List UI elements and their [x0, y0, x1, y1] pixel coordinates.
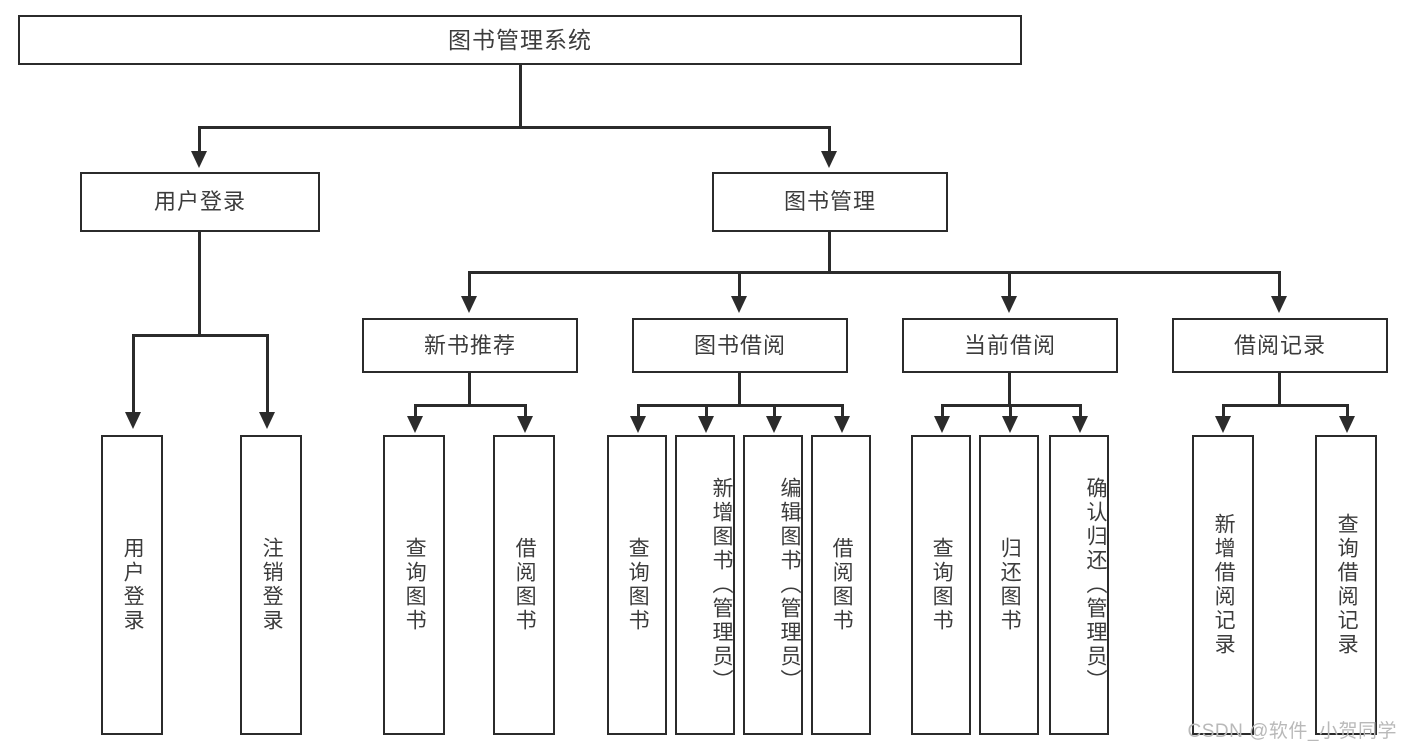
arrowhead-borrow-record	[1271, 296, 1287, 313]
leaf-query-record[interactable]: 查询借阅记录	[1315, 435, 1377, 735]
connector-current-borrow-drop-1	[941, 404, 944, 418]
connector-user-login-drop-1	[132, 334, 135, 414]
arrowhead-user-login	[191, 151, 207, 168]
arrowhead-new-book-recommend	[461, 296, 477, 313]
arrowhead-leaf-query-record	[1339, 416, 1355, 433]
node-root-system[interactable]: 图书管理系统	[18, 15, 1022, 65]
arrowhead-book-borrow	[731, 296, 747, 313]
connector-book-borrow-drop-2	[705, 404, 708, 418]
arrowhead-leaf-query-book-1	[407, 416, 423, 433]
connector-borrow-record-drop-2	[1346, 404, 1349, 418]
connector-book-borrow-drop-4	[841, 404, 844, 418]
connector-book-manage-stem	[828, 232, 831, 273]
arrowhead-leaf-query-book-2	[630, 416, 646, 433]
connector-root-stem	[519, 65, 522, 128]
leaf-borrow-book-1[interactable]: 借阅图书	[493, 435, 555, 735]
arrowhead-leaf-query-book-3	[934, 416, 950, 433]
arrowhead-leaf-confirm-return	[1072, 416, 1088, 433]
leaf-edit-book[interactable]: 编辑图书（管理员）	[743, 435, 803, 735]
connector-borrow-record-stem	[1278, 373, 1281, 406]
node-borrow-record[interactable]: 借阅记录	[1172, 318, 1388, 373]
connector-new-book-bar	[414, 404, 524, 407]
node-book-manage[interactable]: 图书管理	[712, 172, 948, 232]
leaf-user-login[interactable]: 用户登录	[101, 435, 163, 735]
arrowhead-leaf-borrow-book-2	[834, 416, 850, 433]
arrowhead-current-borrow	[1001, 296, 1017, 313]
connector-to-new-book-recommend	[468, 271, 471, 298]
connector-root-bar	[198, 126, 830, 129]
arrowhead-leaf-logout	[259, 412, 275, 429]
arrowhead-leaf-return-book	[1002, 416, 1018, 433]
connector-to-current-borrow	[1008, 271, 1011, 298]
connector-current-borrow-drop-3	[1079, 404, 1082, 418]
leaf-query-book-3[interactable]: 查询图书	[911, 435, 971, 735]
leaf-query-book-1[interactable]: 查询图书	[383, 435, 445, 735]
node-current-borrow[interactable]: 当前借阅	[902, 318, 1118, 373]
connector-user-login-stem	[198, 232, 201, 335]
arrowhead-leaf-add-record	[1215, 416, 1231, 433]
connector-new-book-drop-1	[414, 404, 417, 418]
node-book-borrow[interactable]: 图书借阅	[632, 318, 848, 373]
node-user-login[interactable]: 用户登录	[80, 172, 320, 232]
connector-current-borrow-drop-2	[1009, 404, 1012, 418]
leaf-borrow-book-2[interactable]: 借阅图书	[811, 435, 871, 735]
connector-current-borrow-stem	[1008, 373, 1011, 406]
arrowhead-leaf-edit-book	[766, 416, 782, 433]
connector-book-borrow-bar	[637, 404, 843, 407]
arrowhead-leaf-add-book	[698, 416, 714, 433]
connector-borrow-record-drop-1	[1222, 404, 1225, 418]
connector-book-borrow-drop-1	[637, 404, 640, 418]
leaf-confirm-return[interactable]: 确认归还（管理员）	[1049, 435, 1109, 735]
arrowhead-book-manage	[821, 151, 837, 168]
leaf-query-book-2[interactable]: 查询图书	[607, 435, 667, 735]
node-new-book-recommend[interactable]: 新书推荐	[362, 318, 578, 373]
connector-book-borrow-drop-3	[773, 404, 776, 418]
connector-to-borrow-record	[1278, 271, 1281, 298]
connector-borrow-record-bar	[1222, 404, 1346, 407]
connector-book-borrow-stem	[738, 373, 741, 406]
leaf-logout[interactable]: 注销登录	[240, 435, 302, 735]
connector-to-book-borrow	[738, 271, 741, 298]
csdn-watermark: CSDN @软件_小贺同学	[1187, 721, 1397, 742]
leaf-return-book[interactable]: 归还图书	[979, 435, 1039, 735]
connector-new-book-stem	[468, 373, 471, 406]
connector-user-login-bar	[132, 334, 266, 337]
connector-new-book-drop-2	[524, 404, 527, 418]
arrowhead-leaf-borrow-book-1	[517, 416, 533, 433]
connector-user-login-drop-2	[266, 334, 269, 414]
leaf-add-record[interactable]: 新增借阅记录	[1192, 435, 1254, 735]
connector-book-manage-bar	[468, 271, 1280, 274]
arrowhead-leaf-user-login	[125, 412, 141, 429]
connector-to-book-manage	[828, 126, 831, 153]
connector-to-user-login	[198, 126, 201, 153]
leaf-add-book[interactable]: 新增图书（管理员）	[675, 435, 735, 735]
